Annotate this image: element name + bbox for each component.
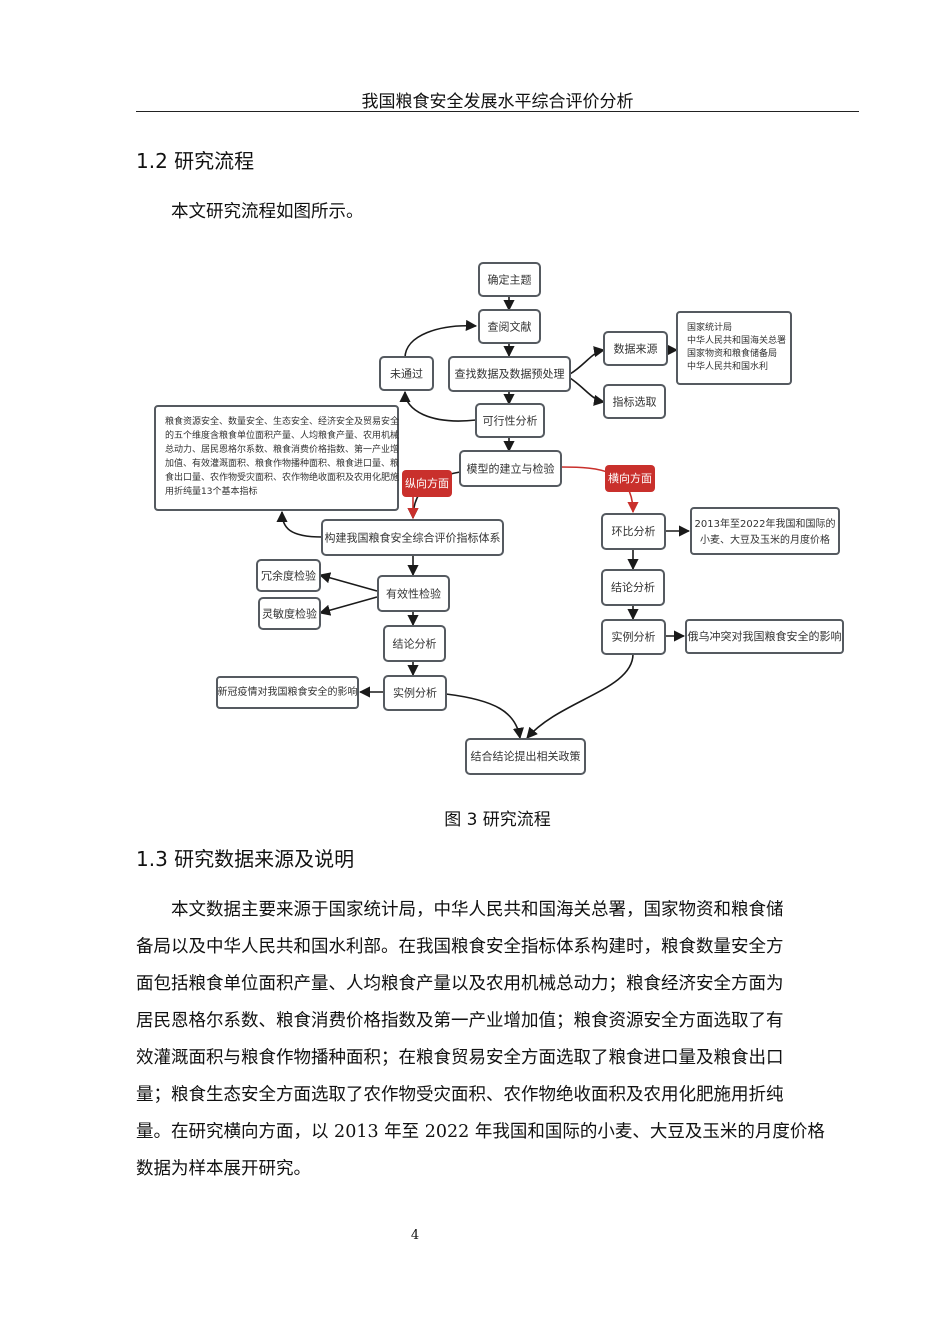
node-ratio-box <box>601 513 666 550</box>
node-model-box <box>459 450 562 487</box>
node-buildindex: 构建我国粮食安全综合评价指标体系 <box>325 531 501 545</box>
para-line-8: 数据为样本展开研究。 <box>136 1159 311 1179</box>
indicators-line-5: 食出口量、农作物受灾面积、农作物绝收面积及农用化肥施 <box>165 471 399 483</box>
node-indicators-box <box>154 405 399 511</box>
source-line-2: 中华人民共和国海关总署 <box>687 334 786 346</box>
node-topic-box <box>478 262 541 297</box>
node-conclusion-right: 结论分析 <box>611 580 655 594</box>
node-buildindex-box <box>321 519 504 556</box>
header-rule <box>136 111 859 112</box>
node-final-box <box>465 738 586 775</box>
research-flowchart: 确定主题 查阅文献 查找数据及数据预处理 未通过 可行性分析 模型的建立与检验 … <box>154 262 844 775</box>
node-validity-box <box>377 575 450 612</box>
node-case-left-box <box>383 675 447 711</box>
section-1-2-intro: 本文研究流程如图所示。 <box>171 202 364 222</box>
edge-validity-sensitivity <box>318 596 378 616</box>
edge-feasibility-notpassed <box>399 390 477 422</box>
node-datasource-box <box>603 331 668 366</box>
tag-horizontal: 横向方面 <box>608 471 652 485</box>
para-line-6: 量；粮食生态安全方面选取了农作物受灾面积、农作物绝收面积及农用化肥施用折纯 <box>136 1085 784 1105</box>
node-case-right-box <box>601 619 666 655</box>
indicators-line-3: 总动力、居民恩格尔系数、粮食消费价格指数、第一产业增 <box>165 443 399 455</box>
price-line-2: 小麦、大豆及玉米的月度价格 <box>700 533 830 546</box>
edge-finddata-indexselect <box>569 377 606 406</box>
node-finddata: 查找数据及数据预处理 <box>455 367 565 381</box>
indicators-line-4: 加值、有效灌溉面积、粮食作物播种面积、粮食进口量、粮 <box>165 457 399 469</box>
node-sources-box <box>676 311 792 385</box>
node-indexselect-box <box>603 384 666 419</box>
para-line-7: 量。在研究横向方面，以 2013 年至 2022 年我国和国际的小麦、大豆及玉米… <box>136 1122 825 1142</box>
section-heading-1-2: 1.2 研究流程 <box>136 149 255 173</box>
node-topic: 确定主题 <box>488 273 532 287</box>
indicators-line-2: 的五个维度含粮食单位面积产量、人均粮食产量、农用机械 <box>165 429 399 441</box>
node-indexselect: 指标选取 <box>613 395 657 409</box>
page-number: 4 <box>410 1228 420 1243</box>
node-model: 模型的建立与检验 <box>467 462 555 476</box>
source-line-3: 国家物资和粮食储备局 <box>687 347 777 359</box>
node-notpassed: 未通过 <box>390 368 423 381</box>
edge-rightcase-final <box>526 653 634 739</box>
edge-notpassed-literature <box>404 319 478 359</box>
edge-buildindex-indicators <box>276 510 323 538</box>
node-war-box <box>685 619 844 654</box>
edge-validity-redundancy <box>318 572 378 592</box>
edge-leftcase-final <box>445 693 524 740</box>
para-line-5: 效灌溉面积与粮食作物播种面积；在粮食贸易安全方面选取了粮食进口量及粮食出口 <box>136 1048 784 1068</box>
node-literature: 查阅文献 <box>488 320 532 334</box>
figure-caption: 图 3 研究流程 <box>444 810 551 830</box>
node-conclusion-right-box <box>601 569 665 606</box>
node-notpassed-box <box>379 356 434 391</box>
tag-vertical: 纵向方面 <box>405 476 449 490</box>
indicators-line-1: 粮食资源安全、数量安全、生态安全、经济安全及贸易安全 <box>165 415 399 427</box>
node-sensitivity-box <box>258 597 321 630</box>
running-header: 我国粮食安全发展水平综合评价分析 <box>361 92 634 112</box>
source-line-1: 国家统计局 <box>687 321 732 333</box>
node-covid-box <box>216 676 359 709</box>
node-covid: 新冠疫情对我国粮食安全的影响 <box>218 685 358 698</box>
node-sensitivity: 灵敏度检验 <box>262 607 317 621</box>
node-ratio: 环比分析 <box>612 524 656 538</box>
tag-vertical-box <box>402 470 452 497</box>
node-validity: 有效性检验 <box>386 587 441 601</box>
node-case-right: 实例分析 <box>612 630 656 644</box>
node-final: 结合结论提出相关政策 <box>471 749 581 763</box>
price-line-1: 2013年至2022年我国和国际的 <box>695 517 836 530</box>
node-war: 俄乌冲突对我国粮食安全的影响 <box>688 629 842 643</box>
node-conclusion-left-box <box>383 625 446 662</box>
para-line-4: 居民恩格尔系数、粮食消费价格指数及第一产业增加值；粮食资源安全方面选取了有 <box>136 1011 784 1031</box>
node-price-box <box>690 507 840 555</box>
indicators-line-6: 用折纯量13个基本指标 <box>165 485 257 497</box>
node-datasource: 数据来源 <box>614 342 658 356</box>
section-1-3-paragraph: 本文数据主要来源于国家统计局，中华人民共和国海关总署，国家物资和粮食储 备局以及… <box>136 892 859 1188</box>
source-line-4: 中华人民共和国水利 <box>687 360 768 372</box>
node-redundancy: 冗余度检验 <box>261 569 316 583</box>
section-heading-1-3: 1.3 研究数据来源及说明 <box>136 847 355 871</box>
node-feasibility-box <box>475 403 545 438</box>
para-line-1: 本文数据主要来源于国家统计局，中华人民共和国海关总署，国家物资和粮食储 <box>171 900 784 920</box>
para-line-2: 备局以及中华人民共和国水利部。在我国粮食安全指标体系构建时，粮食数量安全方 <box>136 937 784 957</box>
node-conclusion-left: 结论分析 <box>393 637 437 651</box>
tag-horizontal-box <box>605 465 655 492</box>
node-case-left: 实例分析 <box>393 686 437 700</box>
para-line-3: 面包括粮食单位面积产量、人均粮食产量以及农用机械总动力；粮食经济安全方面为 <box>136 974 784 994</box>
node-finddata-box <box>448 356 571 392</box>
edge-finddata-datasource <box>569 346 606 375</box>
node-redundancy-box <box>256 559 321 592</box>
node-feasibility: 可行性分析 <box>483 414 538 428</box>
node-literature-box <box>478 309 541 344</box>
